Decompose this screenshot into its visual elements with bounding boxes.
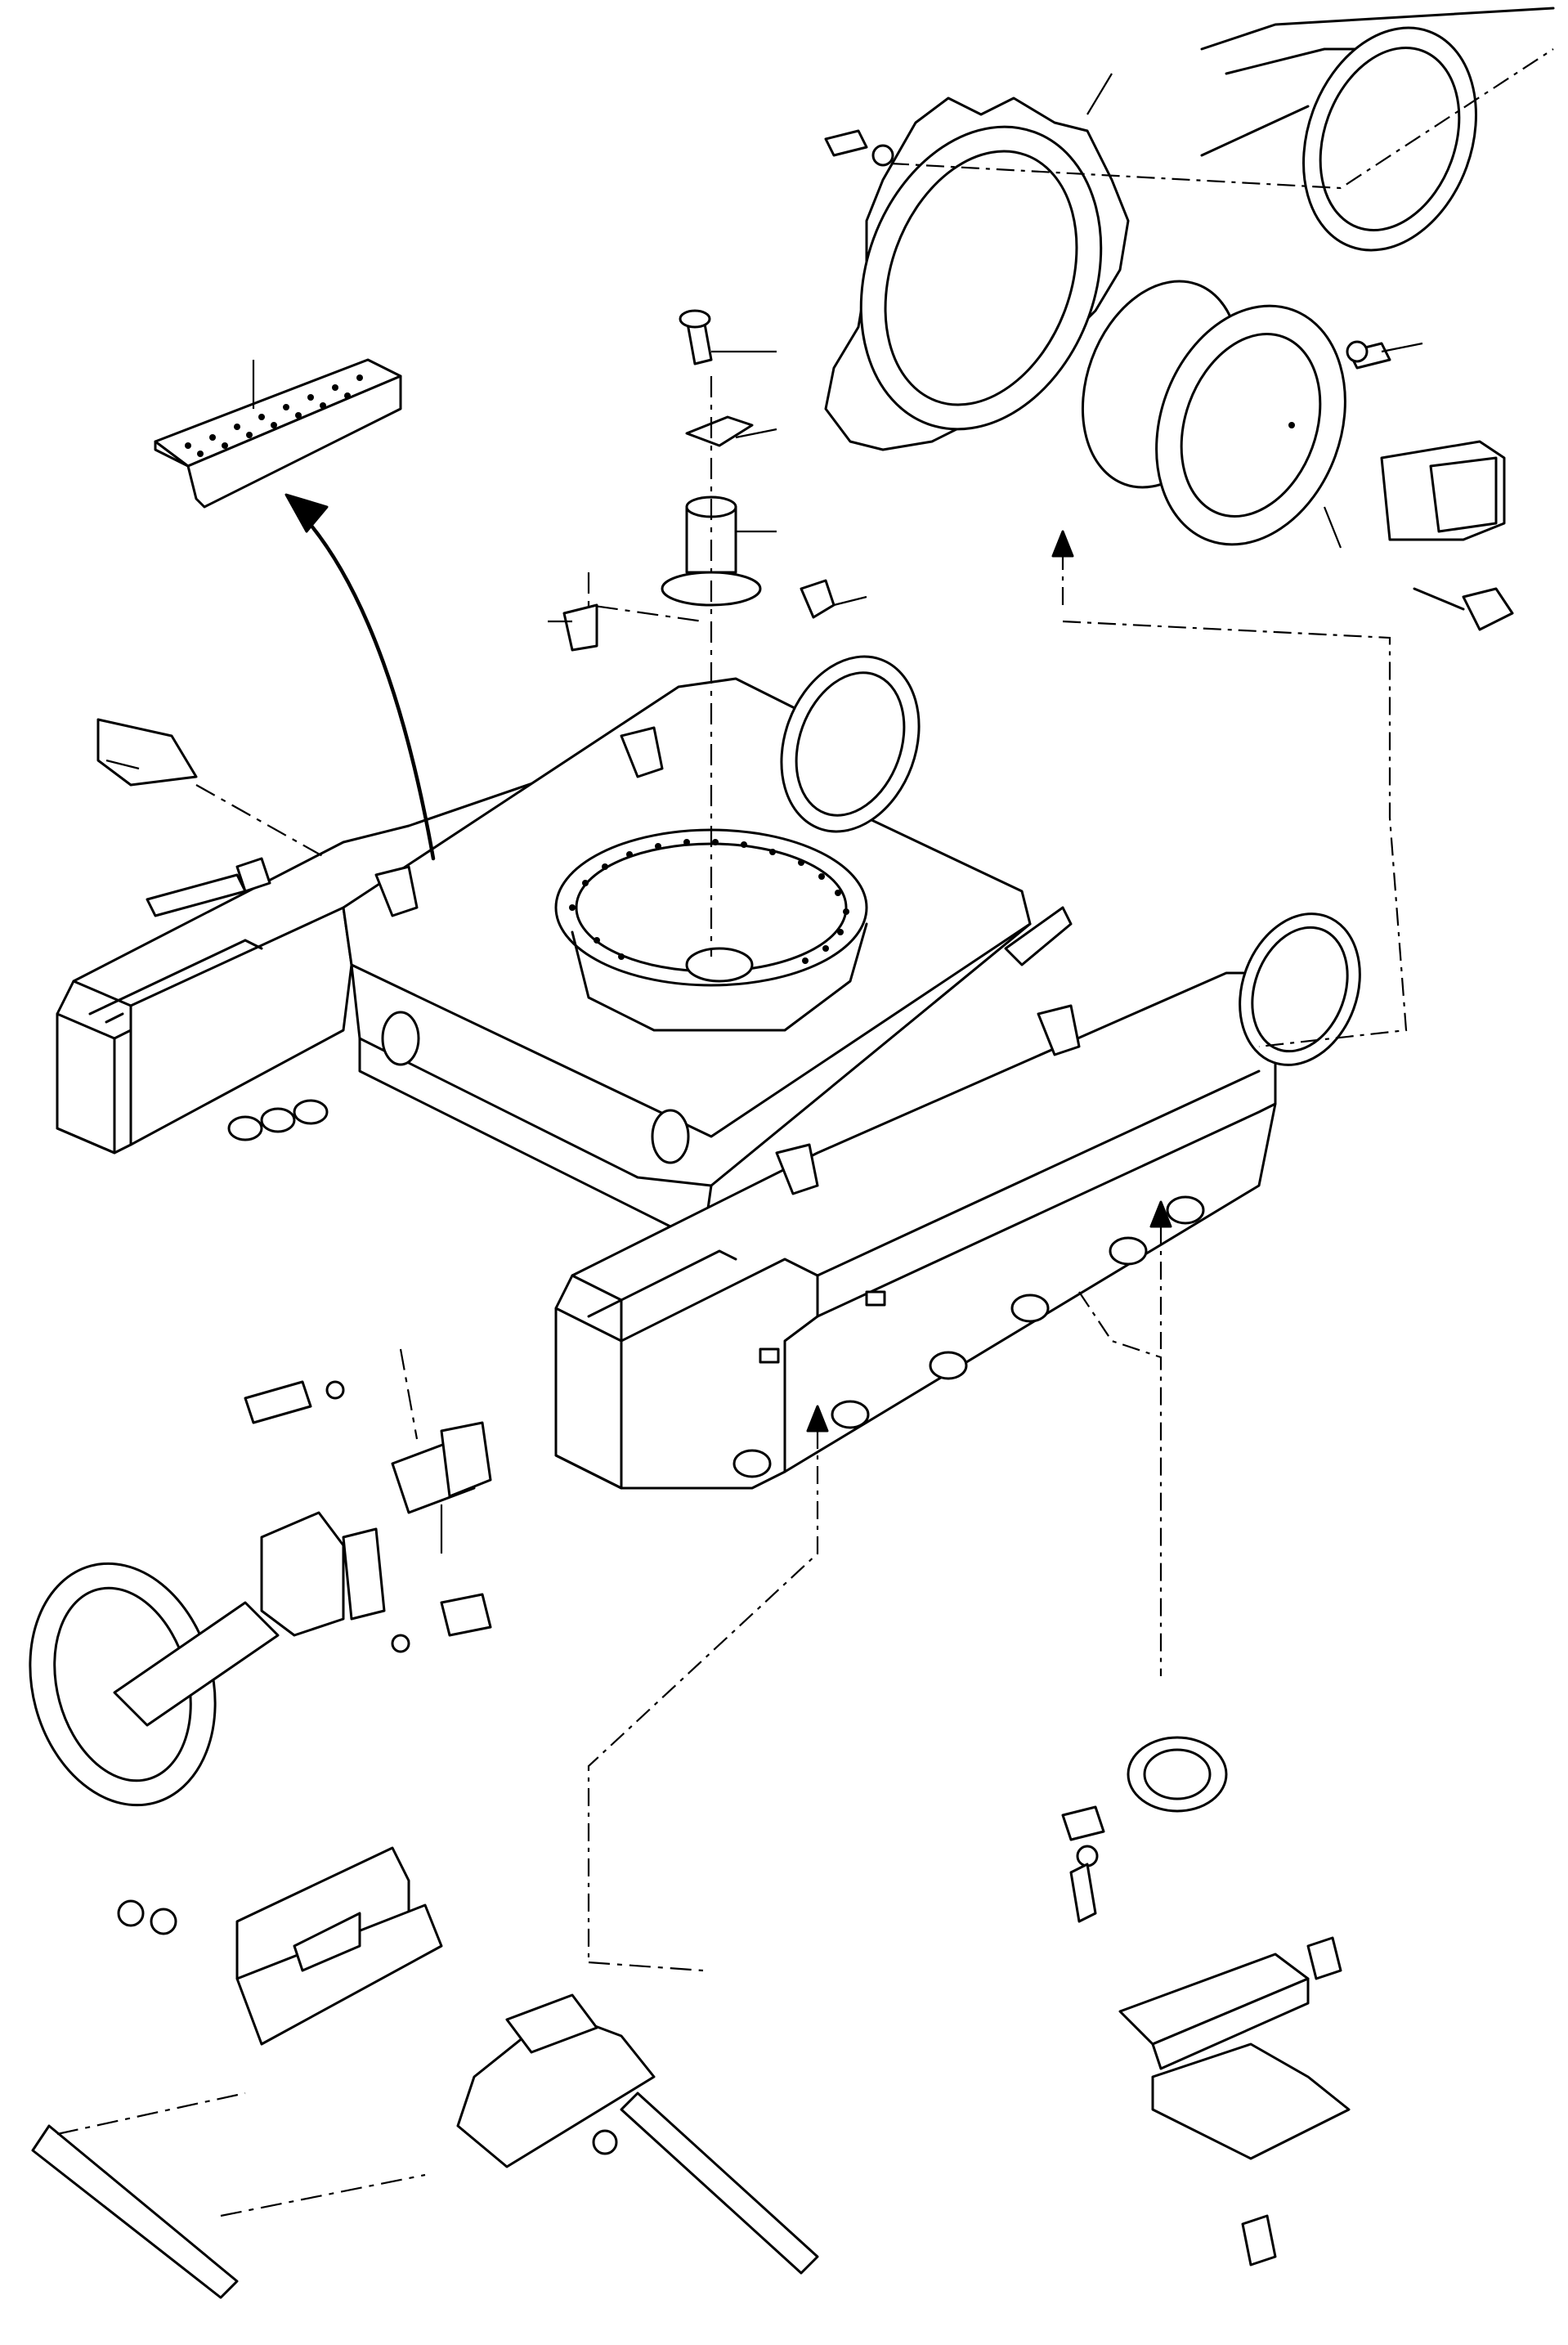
left-bolts — [96, 718, 328, 917]
track-link — [1118, 1936, 1342, 2070]
idler — [29, 1562, 280, 1807]
lower-roller-row — [227, 1099, 1205, 1478]
track-roller — [1061, 1736, 1228, 1923]
sprocket — [824, 73, 1130, 451]
track-frame — [56, 655, 1361, 1490]
track-shoe — [1151, 2042, 1351, 2267]
pin — [31, 2092, 819, 2299]
shoe-guard-plate — [154, 358, 402, 509]
track-guide — [235, 1846, 656, 2168]
track-adjuster — [244, 1348, 492, 1653]
center-joint — [548, 309, 867, 957]
travel-motor — [1081, 280, 1346, 549]
